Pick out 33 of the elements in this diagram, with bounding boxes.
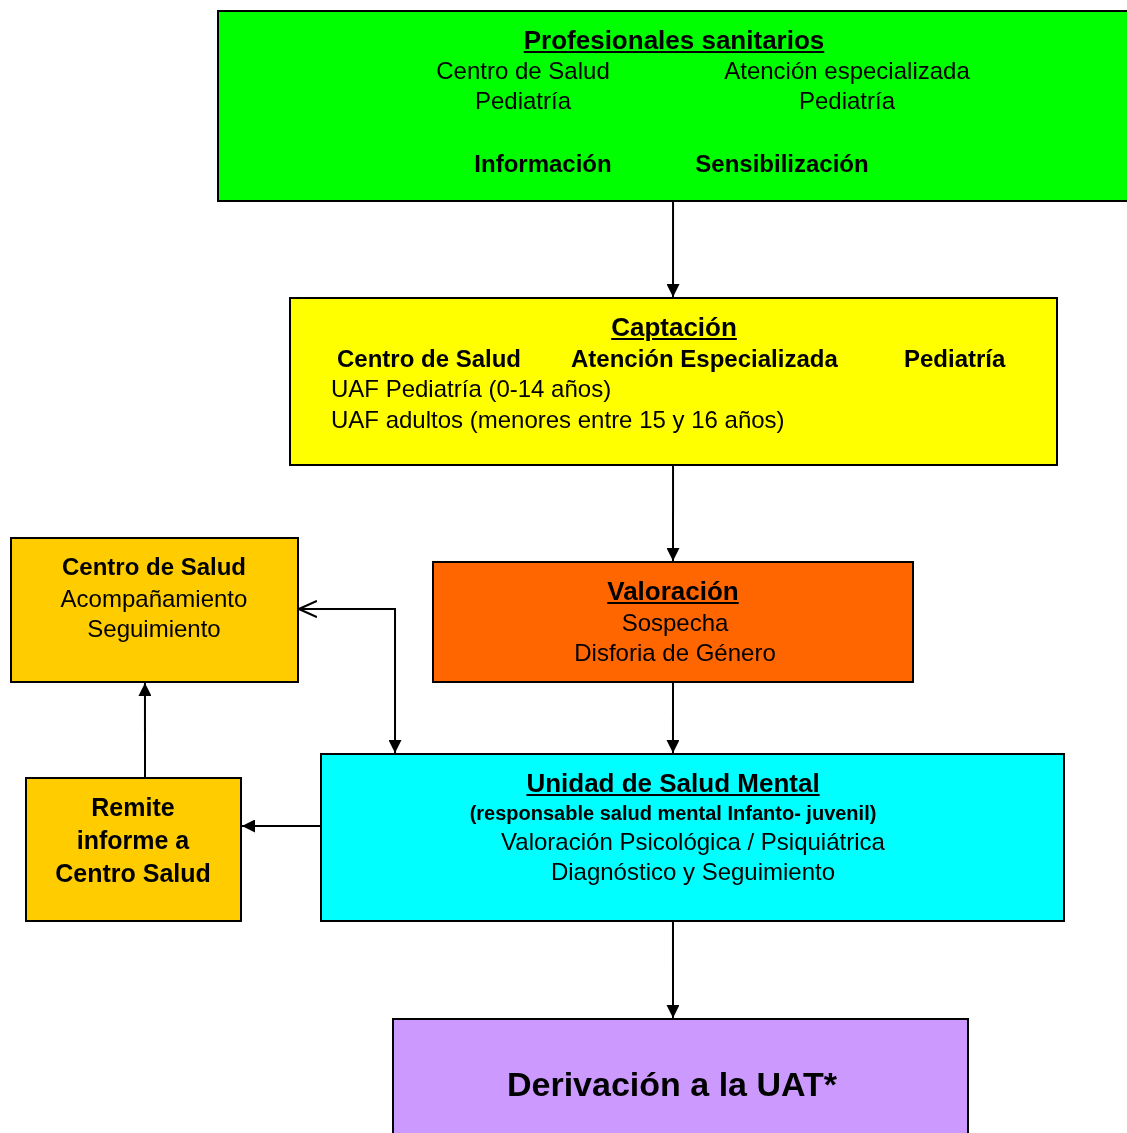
- box-subheading: Centro de Salud: [62, 552, 246, 582]
- box-heading: Derivación a la UAT*: [507, 1064, 837, 1104]
- box-text: Remite informe a Centro Salud: [55, 792, 211, 889]
- box-note: (responsable salud mental Infanto- juvenil): [469, 801, 877, 825]
- arrow: [138, 682, 152, 778]
- process-box: [320, 753, 1065, 922]
- box-text: Centro de Salud Pediatría: [436, 56, 610, 116]
- box-subheading: Información: [474, 149, 612, 179]
- box-subheading: Pediatría: [904, 344, 1006, 374]
- process-box: [10, 537, 299, 683]
- box-text: Atención especializada Pediatría: [724, 56, 970, 116]
- process-box: [392, 1018, 969, 1133]
- process-box: [25, 777, 242, 922]
- box-text: Acompañamiento Seguimiento: [60, 584, 248, 644]
- arrow: [666, 201, 680, 298]
- box-subheading: Centro de Salud: [337, 344, 522, 374]
- arrow: [666, 465, 680, 562]
- box-subheading: Sensibilización: [695, 149, 869, 179]
- process-box: [289, 297, 1058, 466]
- box-heading: Profesionales sanitarios: [523, 25, 825, 55]
- arrow: [241, 819, 321, 833]
- box-text: Sospecha Disforia de Género: [574, 608, 776, 668]
- box-heading: Captación: [611, 312, 737, 342]
- box-subheading: Atención Especializada: [571, 344, 838, 374]
- process-box: [432, 561, 914, 683]
- box-heading: Unidad de Salud Mental: [526, 768, 820, 798]
- arrow: [666, 682, 680, 754]
- arrow: [666, 921, 680, 1019]
- box-text: UAF Pediatría (0-14 años): [331, 374, 612, 404]
- box-heading: Valoración: [607, 576, 739, 606]
- box-text: Valoración Psicológica / Psiquiátrica Diagnóstico y Seguimiento: [501, 827, 885, 887]
- process-box: [217, 10, 1127, 202]
- box-text: UAF adultos (menores entre 15 y 16 años): [331, 405, 785, 435]
